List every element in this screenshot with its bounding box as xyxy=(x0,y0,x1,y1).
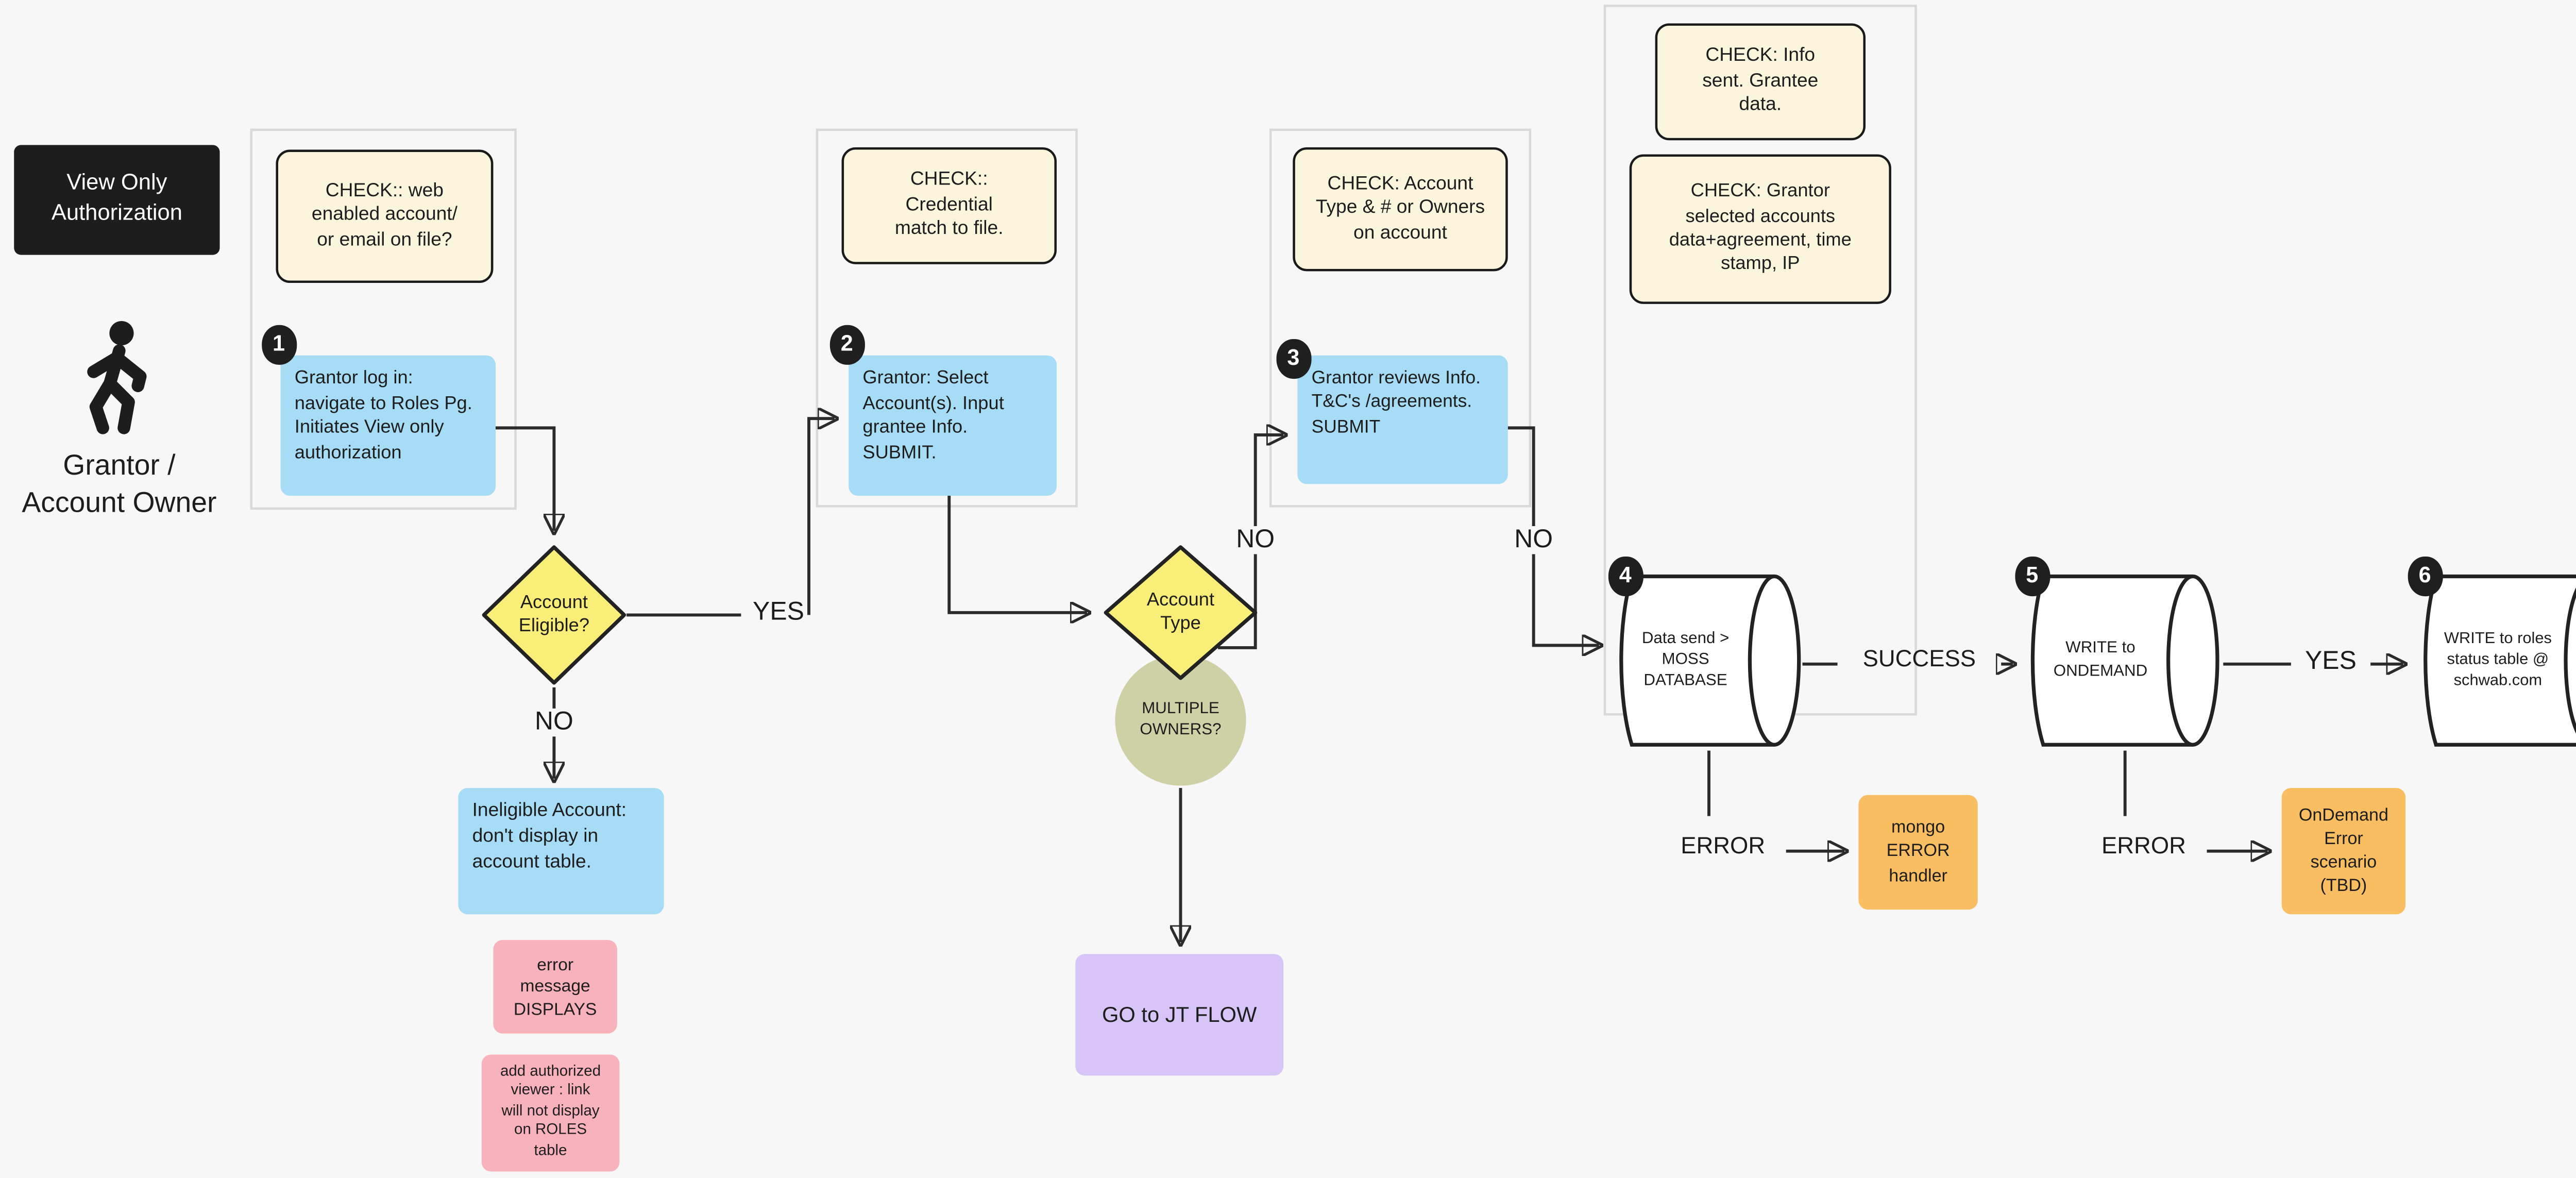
check-account-type[interactable]: CHECK: Account Type & # or Owners on acc… xyxy=(1293,147,1508,272)
step-badge-2[interactable]: 2 xyxy=(829,325,864,364)
check-web-enabled[interactable]: CHECK:: web enabled account/ or email on… xyxy=(276,149,494,283)
datastore-moss[interactable]: Data send > MOSS DATABASE xyxy=(1615,573,1802,748)
frame-step-2[interactable] xyxy=(816,128,1078,508)
step-badge-4[interactable]: 4 xyxy=(1608,556,1642,595)
frame-step-3[interactable] xyxy=(1269,128,1532,508)
step-badge-1[interactable]: 1 xyxy=(262,325,296,364)
actor-walking-icon xyxy=(65,318,168,435)
check-info-sent[interactable]: CHECK: Info sent. Grantee data. xyxy=(1655,23,1866,141)
error-mongo-handler[interactable]: mongo ERROR handler xyxy=(1858,795,1978,910)
note-error-message[interactable]: error message DISPLAYS xyxy=(493,940,617,1034)
label-yes-ondemand[interactable]: YES xyxy=(2305,647,2357,676)
datastore-roles-table[interactable]: WRITE to roles status table @ schwab.com xyxy=(2419,573,2576,748)
label-error-ondemand[interactable]: ERROR xyxy=(2102,834,2186,861)
label-error-moss[interactable]: ERROR xyxy=(1681,834,1766,861)
action-grantor-login[interactable]: Grantor log in: navigate to Roles Pg. In… xyxy=(280,355,496,496)
check-grantor-selected[interactable]: CHECK: Grantor selected accounts data+ag… xyxy=(1629,154,1891,304)
step-badge-3[interactable]: 3 xyxy=(1276,339,1311,378)
action-select-accounts[interactable]: Grantor: Select Account(s). Input grante… xyxy=(849,355,1057,496)
error-ondemand-scenario[interactable]: OnDemand Error scenario (TBD) xyxy=(2281,788,2406,915)
frame-step-1[interactable] xyxy=(250,128,517,510)
label-yes-eligible[interactable]: YES xyxy=(753,598,804,627)
datastore-ondemand[interactable]: WRITE to ONDEMAND xyxy=(2027,573,2221,748)
goto-jt-flow[interactable]: GO to JT FLOW xyxy=(1075,954,1284,1076)
decision-account-type[interactable]: Account Type xyxy=(1104,545,1258,680)
label-no-review[interactable]: NO xyxy=(1507,526,1560,554)
decision-account-eligible[interactable]: Account Eligible? xyxy=(482,545,626,685)
action-ineligible-account[interactable]: Ineligible Account: don't display in acc… xyxy=(458,788,664,915)
actor-label[interactable]: Grantor / Account Owner xyxy=(22,449,217,519)
note-add-authorized-viewer[interactable]: add authorized viewer : link will not di… xyxy=(481,1054,620,1172)
label-no-eligible[interactable]: NO xyxy=(528,708,580,737)
title-card[interactable]: View Only Authorization xyxy=(14,145,220,255)
step-badge-5[interactable]: 5 xyxy=(2015,556,2049,595)
check-credential[interactable]: CHECK:: Credential match to file. xyxy=(841,147,1057,264)
action-review-submit[interactable]: Grantor reviews Info. T&C's /agreements.… xyxy=(1297,355,1508,484)
step-badge-6[interactable]: 6 xyxy=(2408,556,2442,595)
label-success[interactable]: SUCCESS xyxy=(1862,647,1976,674)
label-no-account-type[interactable]: NO xyxy=(1229,526,1281,554)
